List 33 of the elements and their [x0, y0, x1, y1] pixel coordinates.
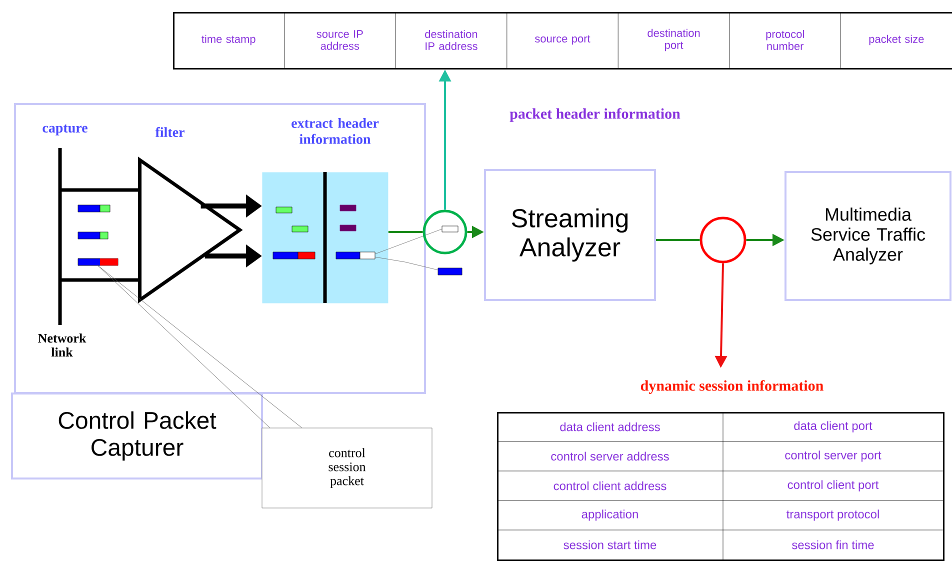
callout-box: control session packet [262, 428, 432, 508]
packet-bar [78, 258, 118, 266]
heading: dynamic session information [640, 380, 824, 394]
field-name: control server port [785, 450, 882, 462]
title-box: Control Packet Capturer [11, 392, 263, 480]
field-name: destination port [648, 28, 700, 52]
leader-line [388, 231, 423, 233]
field-name: session fin time [792, 540, 874, 550]
process-box: Streaming Analyzer [484, 169, 656, 301]
label: capture [42, 124, 88, 136]
edge-label: packet header information [510, 108, 680, 122]
field-name: session start time [564, 540, 656, 550]
leader-line [98, 266, 302, 428]
field-name: application [582, 510, 638, 521]
label: Network link [38, 333, 86, 357]
field-name: time stamp [202, 34, 256, 46]
field-name: source port [535, 35, 590, 45]
field-name: data client port [794, 421, 872, 432]
field-name: control client port [788, 480, 879, 492]
field-name: control client address [554, 481, 666, 490]
field-name: transport protocol [786, 510, 879, 521]
tap-circle [422, 210, 468, 254]
heading: extract header information [292, 118, 379, 144]
field-name: control server address [551, 452, 669, 461]
field-name: protocol number [766, 30, 804, 50]
field-name: data client address [560, 422, 660, 432]
process-box: Multimedia Service Traffic Analyzer [784, 171, 952, 301]
heading: filter [155, 127, 184, 137]
field-name: packet size [869, 34, 924, 46]
tap-circle [700, 216, 746, 264]
leader-line [656, 239, 700, 241]
field-name: destination IP address [425, 30, 478, 50]
field-name: source IP address [316, 30, 363, 50]
